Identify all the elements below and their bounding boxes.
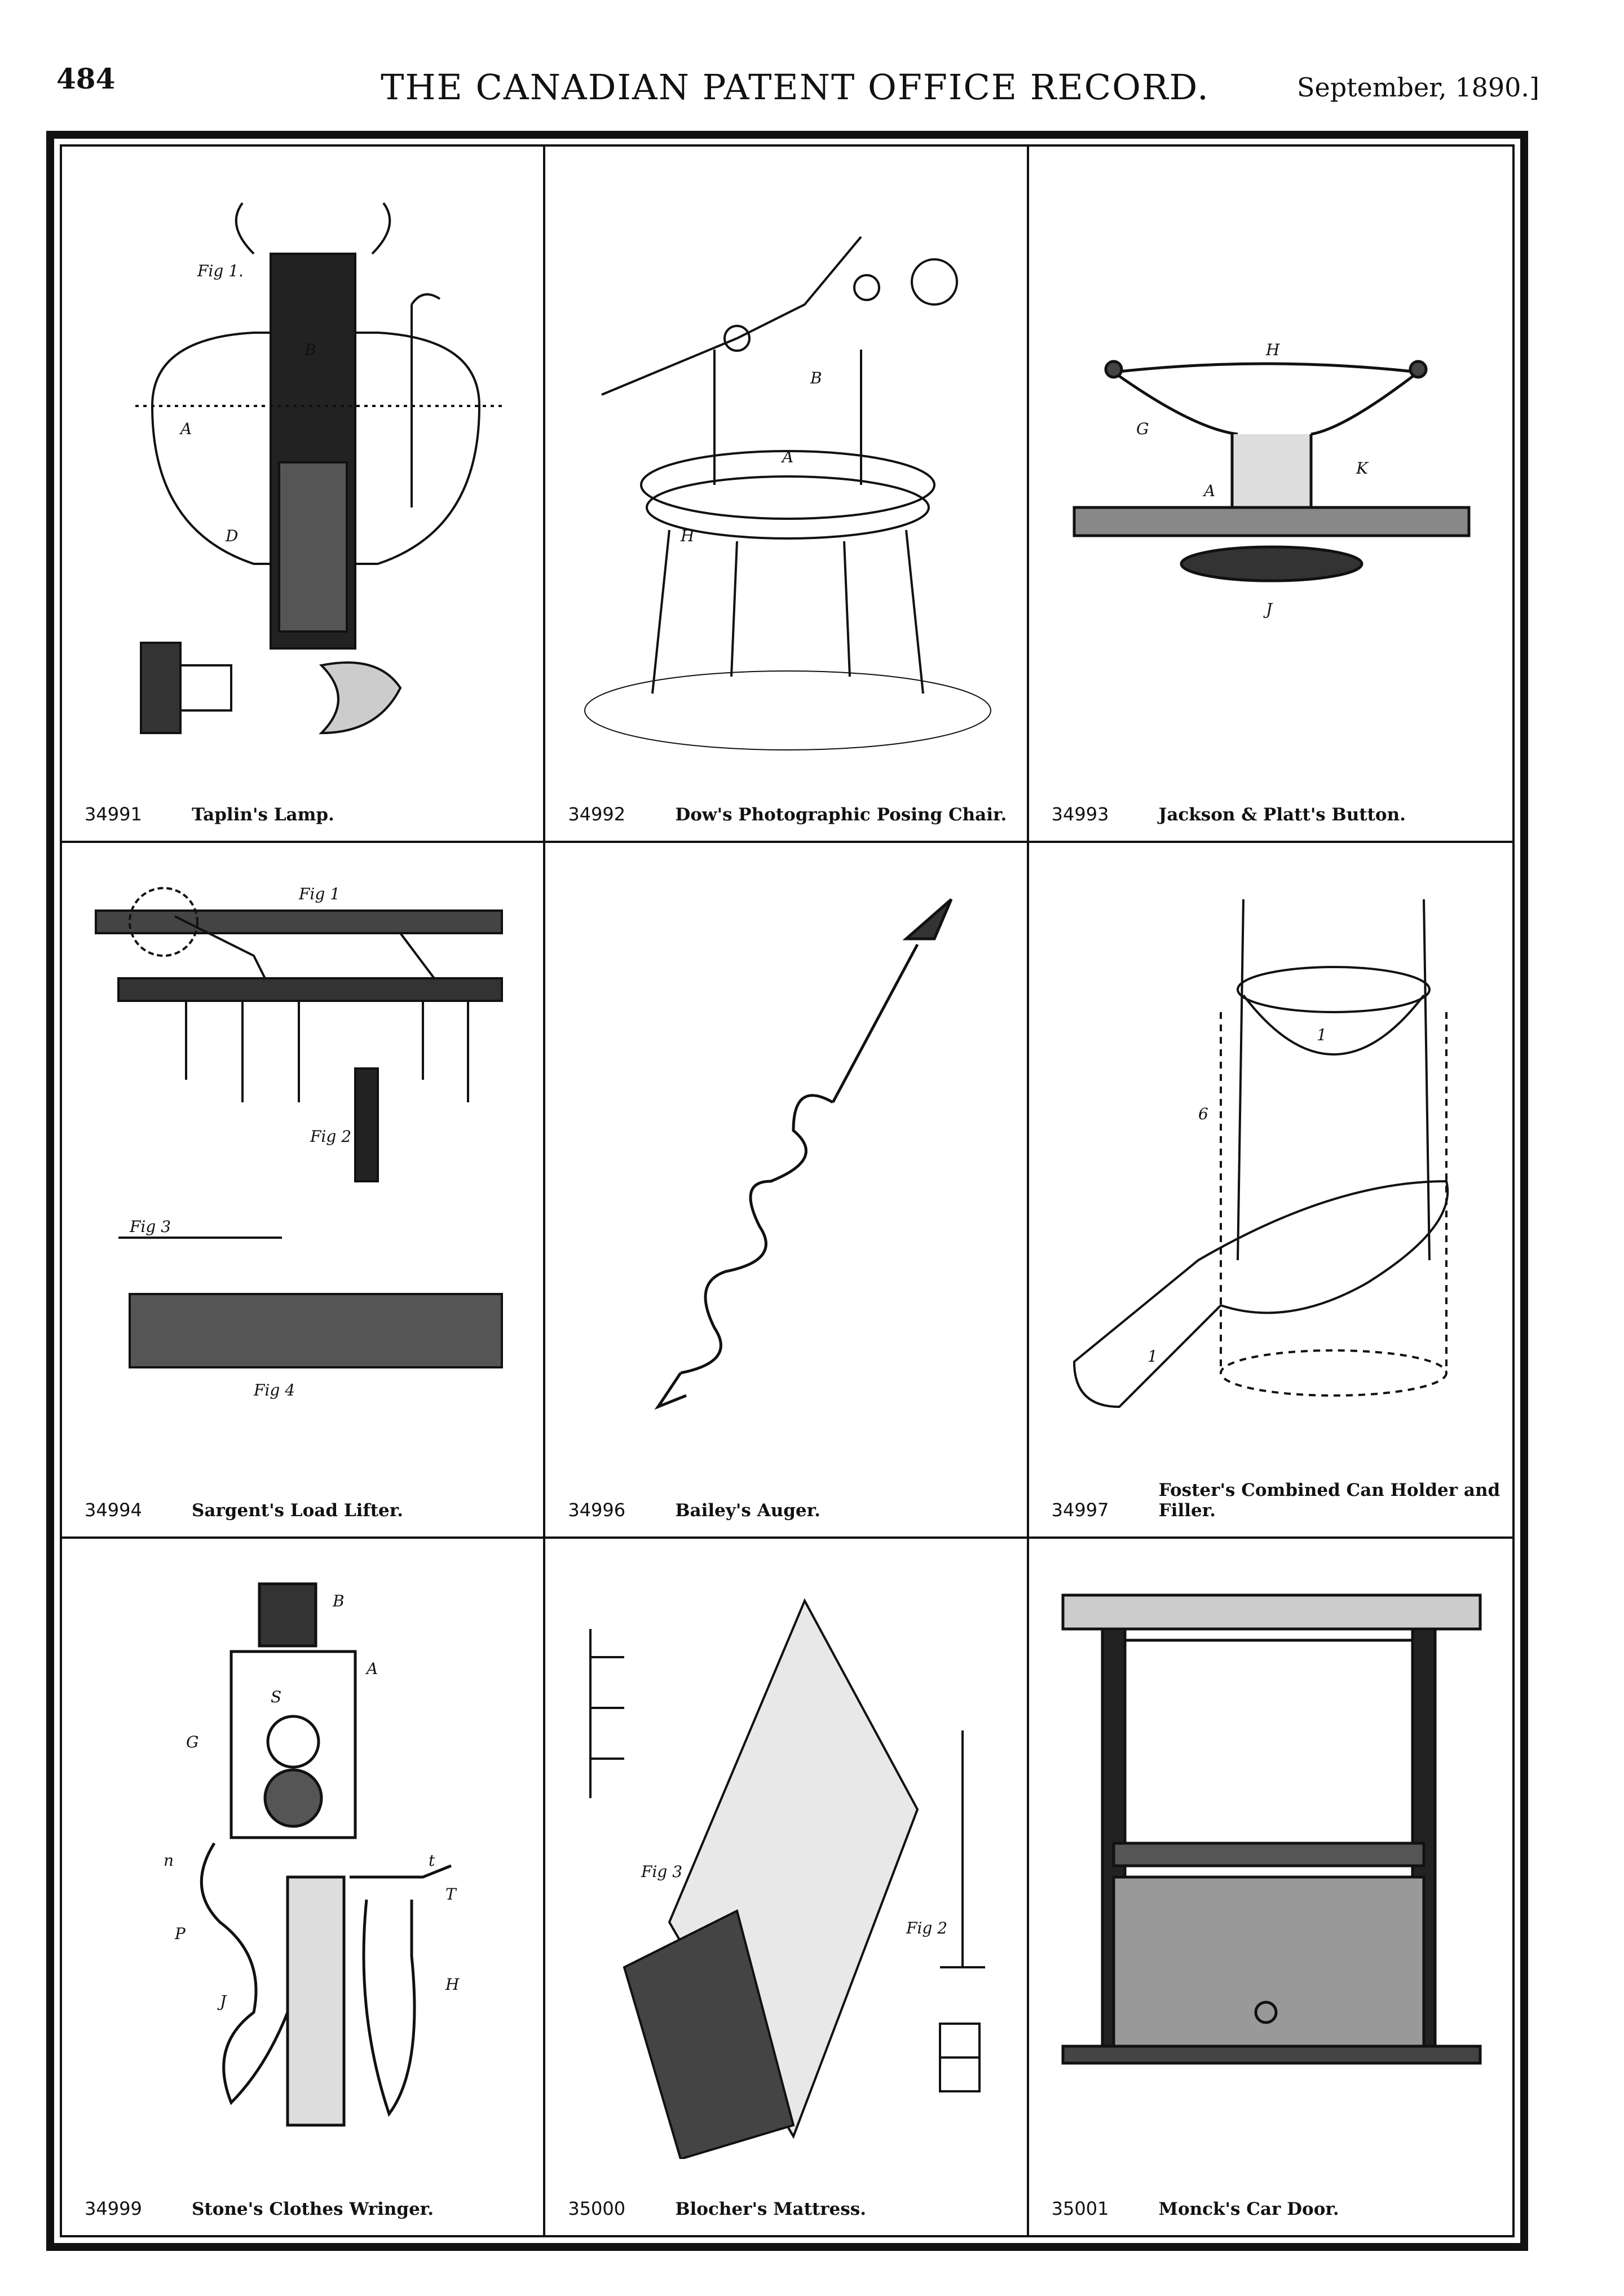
patent-cell-jackson-platts-button: H G A K J 34993 Jackson & Platt's Button… [1029,147,1512,843]
can-holder-illustration: 1 6 1 [1073,899,1449,1408]
patent-number: 34992 [568,803,626,825]
svg-text:Fig 2: Fig 2 [906,1919,947,1937]
patent-name: Dow's Photographic Posing Chair. [675,804,1007,825]
patent-name: Sargent's Load Lifter. [192,1500,404,1521]
patent-number: 34997 [1051,1499,1109,1521]
load-lifter-illustration: Fig 1 Fig 2 Fig 3 Fig 4 [95,885,503,1399]
svg-text:D: D [225,527,238,545]
caption: 34999 Stone's Clothes Wringer. [62,2189,543,2223]
patent-number: 34996 [568,1499,626,1521]
patent-cell-sargents-load-lifter: Fig 1 Fig 2 Fig 3 Fig 4 34994 Sargent's … [62,842,546,1539]
illustration-frame-inner: A B D Fig 1. 34991 Taplin's Lamp. [60,144,1515,2237]
patent-name: Stone's Clothes Wringer. [192,2198,434,2219]
caption: 35000 Blocher's Mattress. [545,2189,1026,2223]
svg-text:S: S [271,1688,281,1706]
mattress-illustration: Fig 3 Fig 2 [589,1598,986,2160]
page-title: THE CANADIAN PATENT OFFICE RECORD. [381,67,1210,108]
patent-cell-baileys-auger: 34996 Bailey's Auger. [545,842,1029,1539]
patent-number: 34994 [85,1499,142,1521]
svg-text:A: A [1202,482,1215,500]
patent-cell-dows-posing-chair: A B H 34992 Dow's Photographic Posing Ch… [545,147,1029,843]
svg-text:H: H [1265,341,1280,359]
caption: 35001 Monck's Car Door. [1029,2189,1512,2223]
caption: 34997 Foster's Combined Can Holder and F… [1029,1480,1512,1524]
patent-cell-taplins-lamp: A B D Fig 1. 34991 Taplin's Lamp. [62,147,546,843]
patent-cell-blochers-mattress: Fig 3 Fig 2 35000 Blocher's Mattress. [545,1539,1029,2235]
svg-text:G: G [1136,420,1149,438]
svg-text:J: J [1263,600,1273,619]
patent-name: Bailey's Auger. [675,1500,820,1521]
issue-date: September, 1890.] [1297,72,1539,103]
svg-text:P: P [174,1924,186,1943]
svg-text:Fig 2: Fig 2 [310,1127,351,1146]
svg-text:t: t [429,1851,435,1870]
patent-cell-moncks-car-door: 35001 Monck's Car Door. [1029,1539,1512,2235]
svg-text:Fig 4: Fig 4 [253,1381,295,1399]
svg-text:T: T [445,1885,457,1904]
page-header: 484 THE CANADIAN PATENT OFFICE RECORD. S… [51,56,1539,118]
caption: 34994 Sargent's Load Lifter. [62,1490,543,1524]
patent-number: 35001 [1051,2197,1109,2219]
svg-text:A: A [780,448,793,466]
svg-text:H: H [680,527,695,545]
svg-text:Fig 1: Fig 1 [298,885,340,903]
svg-text:G: G [186,1733,198,1751]
patent-number: 34993 [1051,803,1109,825]
svg-text:H: H [445,1975,460,1994]
patent-grid: A B D Fig 1. 34991 Taplin's Lamp. [62,147,1512,2235]
svg-text:6: 6 [1198,1105,1208,1123]
patent-name: Blocher's Mattress. [675,2198,866,2219]
svg-text:Fig 3: Fig 3 [641,1862,682,1881]
caption: 34992 Dow's Photographic Posing Chair. [545,794,1026,828]
svg-text:B: B [304,341,316,359]
lamp-illustration: A B D Fig 1. [135,202,502,735]
patent-number: 34991 [85,803,142,825]
clothes-wringer-illustration: B A S G n t T P J H [164,1582,460,2127]
svg-text:n: n [164,1851,174,1870]
svg-text:1: 1 [1317,1026,1327,1044]
auger-illustration [654,898,953,1410]
caption: 34996 Bailey's Auger. [545,1490,1026,1524]
patent-name: Taplin's Lamp. [192,804,334,825]
patent-name: Monck's Car Door. [1158,2198,1339,2219]
svg-text:B: B [810,369,822,387]
svg-text:B: B [332,1592,345,1610]
page-number: 484 [56,62,116,95]
patent-cell-stones-clothes-wringer: B A S G n t T P J H 34999 Stone's Clothe… [62,1539,546,2235]
caption: 34993 Jackson & Platt's Button. [1029,794,1512,828]
patent-number: 34999 [85,2197,142,2219]
patent-number: 35000 [568,2197,626,2219]
car-door-illustration [1061,1593,1482,2065]
posing-chair-illustration: A B H [584,236,992,750]
patent-cell-fosters-can-holder: 1 6 1 34997 Foster's Combined Can Holder… [1029,843,1512,1539]
svg-text:Fig 1.: Fig 1. [197,262,244,280]
svg-text:Fig 3: Fig 3 [129,1217,171,1236]
svg-text:1: 1 [1148,1347,1158,1366]
caption: 34991 Taplin's Lamp. [62,794,543,828]
svg-text:A: A [365,1659,378,1678]
illustration-frame: A B D Fig 1. 34991 Taplin's Lamp. [46,131,1528,2251]
patent-name: Jackson & Platt's Button. [1158,804,1406,825]
svg-text:J: J [217,1992,227,2011]
patent-name: Foster's Combined Can Holder and Filler. [1158,1480,1501,1521]
svg-text:A: A [179,420,192,438]
button-illustration: H G A K J [1073,341,1471,619]
svg-text:K: K [1356,459,1369,478]
